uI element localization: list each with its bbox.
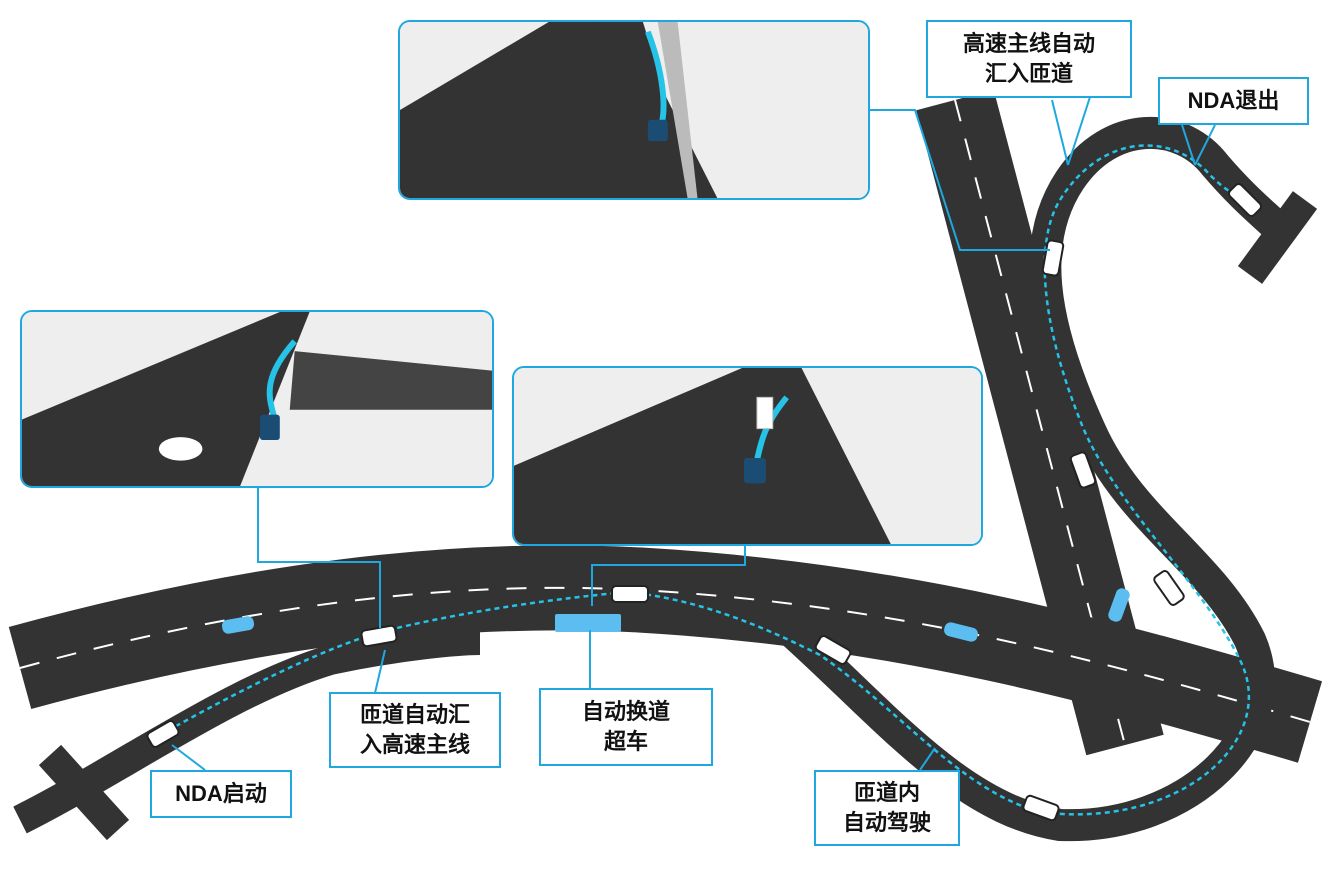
ego-car-merge bbox=[360, 624, 398, 648]
traffic-car-1 bbox=[221, 616, 255, 634]
callout-nda-exit: NDA退出 bbox=[1158, 77, 1309, 125]
inset-lane-change bbox=[512, 366, 983, 546]
ego-car-start bbox=[146, 720, 180, 748]
ego-car-loop bbox=[1022, 794, 1060, 822]
ego-car-loop-up bbox=[1153, 570, 1185, 606]
inset-merge-onto-ramp bbox=[398, 20, 870, 200]
callout-connectors bbox=[171, 96, 1216, 771]
traffic-car-2 bbox=[944, 622, 978, 642]
traffic-truck bbox=[555, 614, 621, 632]
traffic-car-3 bbox=[1108, 588, 1130, 622]
inset-merge-onto-ramp-art bbox=[400, 22, 868, 198]
inset-ramp-merge-main-art bbox=[22, 312, 492, 486]
diagonal-highway-lanes bbox=[954, 99, 1126, 746]
entry-ramp bbox=[13, 625, 481, 834]
callout-lane-change: 自动换道 超车 bbox=[539, 688, 713, 766]
inset-ramp-merge-main bbox=[20, 310, 494, 488]
ego-car-overtake bbox=[611, 585, 649, 603]
callout-nda-start: NDA启动 bbox=[150, 770, 292, 818]
exit-crossbar bbox=[1237, 191, 1318, 284]
ego-car-ramp-entry bbox=[814, 635, 852, 665]
callout-ramp-drive: 匝道内 自动驾驶 bbox=[814, 770, 960, 846]
nda-path bbox=[159, 144, 1251, 816]
inset-lane-change-art bbox=[514, 368, 981, 544]
callout-main-merge-ramp: 高速主线自动 汇入匝道 bbox=[926, 20, 1132, 98]
callout-ramp-merge-main: 匝道自动汇 入高速主线 bbox=[329, 692, 501, 768]
ego-car-loop-mid bbox=[1069, 451, 1097, 489]
ego-car-exit bbox=[1227, 182, 1263, 218]
loop-ramp bbox=[779, 116, 1292, 842]
